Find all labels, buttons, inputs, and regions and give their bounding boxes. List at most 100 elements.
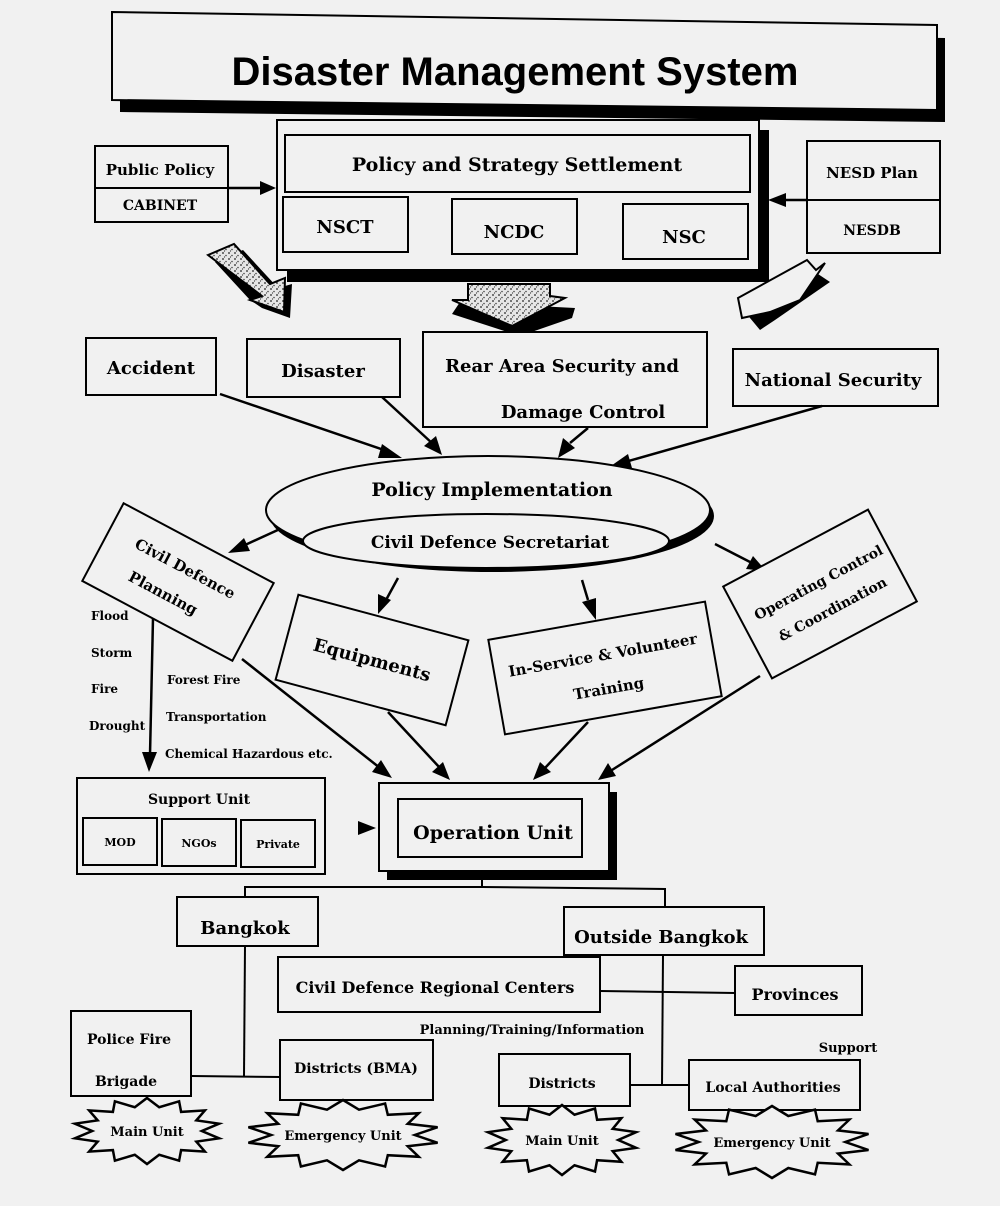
title-box [111, 10, 938, 112]
outside-emergency-unit: Emergency Unit [675, 1104, 869, 1180]
local-authorities-label: Local Authorities [705, 1080, 840, 1096]
planning-arrowhead [228, 538, 250, 553]
equipments-to-operation-arrow [387, 711, 441, 769]
policy-strategy-block: Policy and Strategy Settlement NSCT NCDC… [276, 119, 769, 282]
outside-main-unit: Main Unit [483, 1103, 641, 1177]
private-label: Private [256, 838, 300, 851]
police-fire-label-line1: Police Fire [87, 1032, 171, 1048]
provinces-frame [734, 965, 863, 1016]
bangkok-branch-line [191, 1075, 281, 1078]
planning-to-support-arrowhead [142, 752, 157, 772]
public-policy-box: Public Policy CABINET [94, 145, 229, 223]
outside-main-unit-label: Main Unit [525, 1134, 598, 1149]
disaster-box: Disaster [246, 338, 401, 398]
accident-frame [85, 337, 217, 396]
hazard-drought: Drought [89, 719, 146, 733]
public-policy-frame [94, 145, 229, 223]
operation-to-bangkok-connector [244, 874, 483, 897]
operating-to-operation-arrow [611, 674, 761, 772]
hazard-chemical: Chemical Hazardous etc. [165, 747, 333, 761]
provinces-label: Provinces [751, 985, 838, 1004]
planning-to-support-arrow [148, 617, 155, 756]
support-note: Support [819, 1041, 878, 1056]
private-box [240, 819, 316, 868]
local-authorities-frame [688, 1059, 861, 1111]
big-arrow-center [451, 283, 575, 336]
policy-implementation-ellipse: Policy Implementation Civil Defence Secr… [265, 455, 714, 572]
districts-bma-frame [279, 1039, 434, 1101]
bangkok-emergency-unit-label: Emergency Unit [284, 1129, 401, 1144]
title-banner: Disaster Management System [111, 10, 945, 122]
training-frame [487, 600, 723, 736]
rear-area-label-line1: Rear Area Security and [445, 356, 679, 377]
operating-control-box: Operating Control & Coordination [721, 508, 919, 680]
regional-centers-label: Civil Defence Regional Centers [296, 978, 575, 997]
nsc-label: NSC [662, 227, 706, 248]
planning-arrow [244, 527, 281, 547]
police-fire-label-line2: Brigade [95, 1074, 157, 1090]
hazards-left-list: Flood Storm Fire Drought [89, 609, 146, 733]
bangkok-emergency-unit: Emergency Unit [247, 1098, 439, 1172]
big-arrow-right-body [736, 258, 826, 320]
districts-bma-label: Districts (BMA) [294, 1061, 418, 1077]
hazard-flood: Flood [91, 609, 129, 623]
cabinet-label: CABINET [123, 198, 198, 214]
rear-area-label-line2: Damage Control [501, 402, 666, 423]
mod-label: MOD [104, 836, 136, 849]
diagram-title: Disaster Management System [232, 50, 799, 94]
hazard-fire: Fire [91, 682, 118, 696]
disaster-frame [246, 338, 401, 398]
support-unit-box: Support Unit MOD NGOs Private [76, 777, 326, 875]
planning-to-operation-arrowhead [372, 760, 392, 778]
disaster-arrow [381, 396, 434, 445]
local-authorities-box: Local Authorities [688, 1059, 861, 1111]
regional-to-provinces-connector [599, 990, 736, 994]
national-security-label: National Security [745, 370, 922, 391]
ngos-box [161, 818, 237, 867]
nsct-label: NSCT [316, 217, 374, 238]
operation-unit-box: Operation Unit [378, 782, 617, 880]
policy-implementation-label: Policy Implementation [371, 479, 612, 501]
rear-area-frame [422, 331, 708, 428]
disaster-label: Disaster [281, 361, 365, 382]
operation-unit-inner [397, 798, 583, 858]
big-arrow-right [736, 258, 830, 330]
regional-centers-frame [277, 956, 601, 1013]
hazard-storm: Storm [91, 646, 133, 660]
bangkok-main-unit-label: Main Unit [110, 1125, 183, 1140]
bangkok-main-unit-burst [70, 1096, 224, 1166]
police-fire-frame [70, 1010, 192, 1097]
national-security-frame [732, 348, 939, 407]
operation-unit-label: Operation Unit [413, 822, 573, 844]
districts-bma-box: Districts (BMA) [279, 1039, 434, 1101]
training-to-operation-arrow [544, 721, 589, 769]
nsc-box [622, 203, 749, 260]
planning-frame [80, 501, 276, 663]
nsct-box [282, 196, 409, 253]
nesdb-arrowhead [768, 193, 786, 207]
planning-training-information-note: Planning/Training/Information [420, 1023, 645, 1038]
nesd-plan-label: NESD Plan [826, 164, 918, 182]
big-arrow-center-body [451, 283, 569, 328]
accident-box: Accident [85, 337, 217, 396]
nesd-frame [806, 140, 941, 254]
equipments-frame [274, 593, 470, 727]
planning-to-operation-arrow [241, 658, 381, 769]
unit-starbursts: Main Unit Emergency Unit Main Unit Emerg… [70, 1096, 869, 1180]
hazard-forest-fire: Forest Fire [167, 673, 241, 687]
rear-area-arrowhead [558, 438, 575, 458]
ngos-label: NGOs [181, 837, 216, 850]
policy-header-label: Policy and Strategy Settlement [352, 154, 682, 176]
mod-box [82, 817, 158, 866]
disaster-arrowhead [424, 436, 442, 455]
big-arrow-left-body [206, 242, 287, 314]
nesd-plan-box: NESD Plan NESDB [806, 140, 941, 254]
hazard-transportation: Transportation [166, 710, 267, 724]
outside-emergency-unit-burst [675, 1104, 869, 1180]
civil-defence-secretariat-label: Civil Defence Secretariat [371, 533, 609, 553]
rear-area-arrow [569, 427, 589, 444]
ncdc-box [451, 198, 578, 255]
districts-box: Districts [498, 1053, 631, 1107]
equipments-arrowhead [378, 594, 391, 614]
